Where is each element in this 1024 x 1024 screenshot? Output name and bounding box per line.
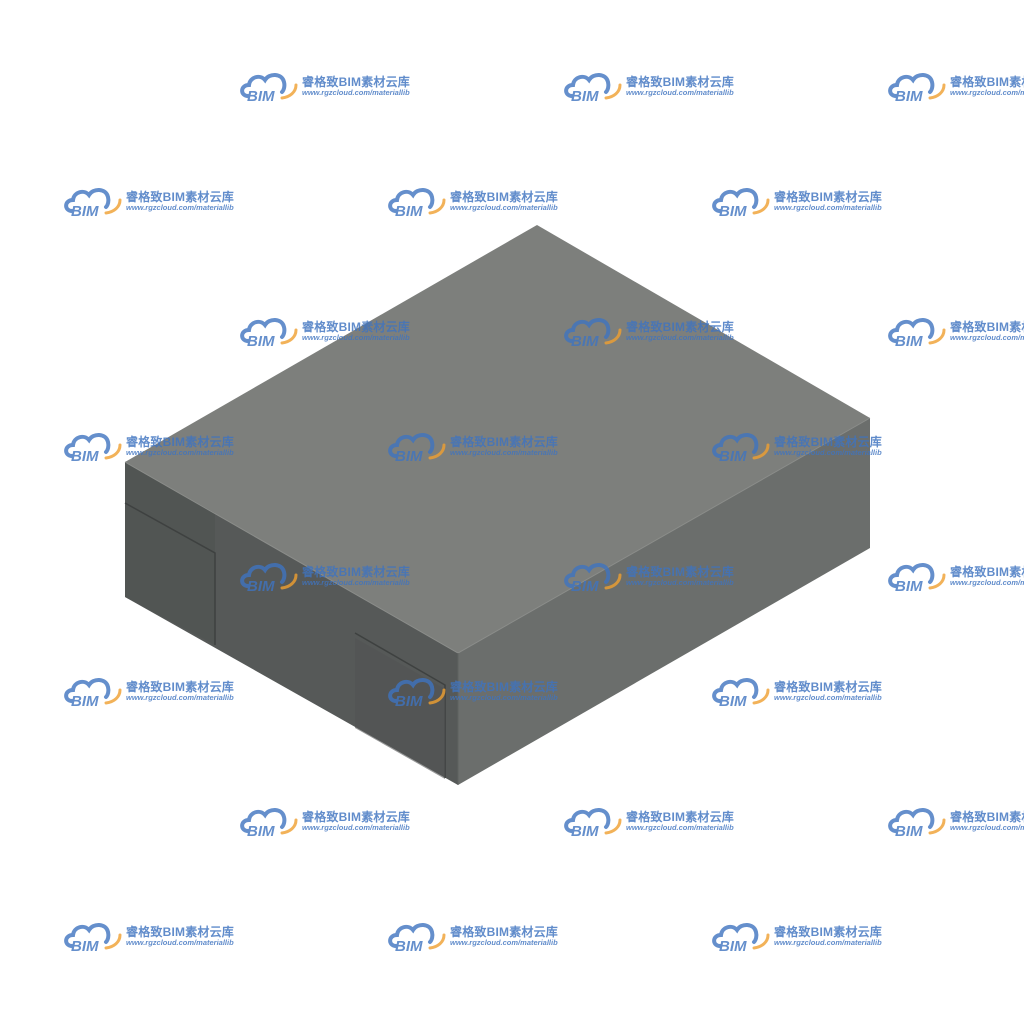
- block-top-face: [125, 225, 870, 653]
- front-panel-seam-1: [124, 502, 216, 645]
- front-face-shade: [125, 462, 215, 645]
- front-recess-panel: [355, 638, 445, 779]
- block-side-face: [458, 418, 870, 785]
